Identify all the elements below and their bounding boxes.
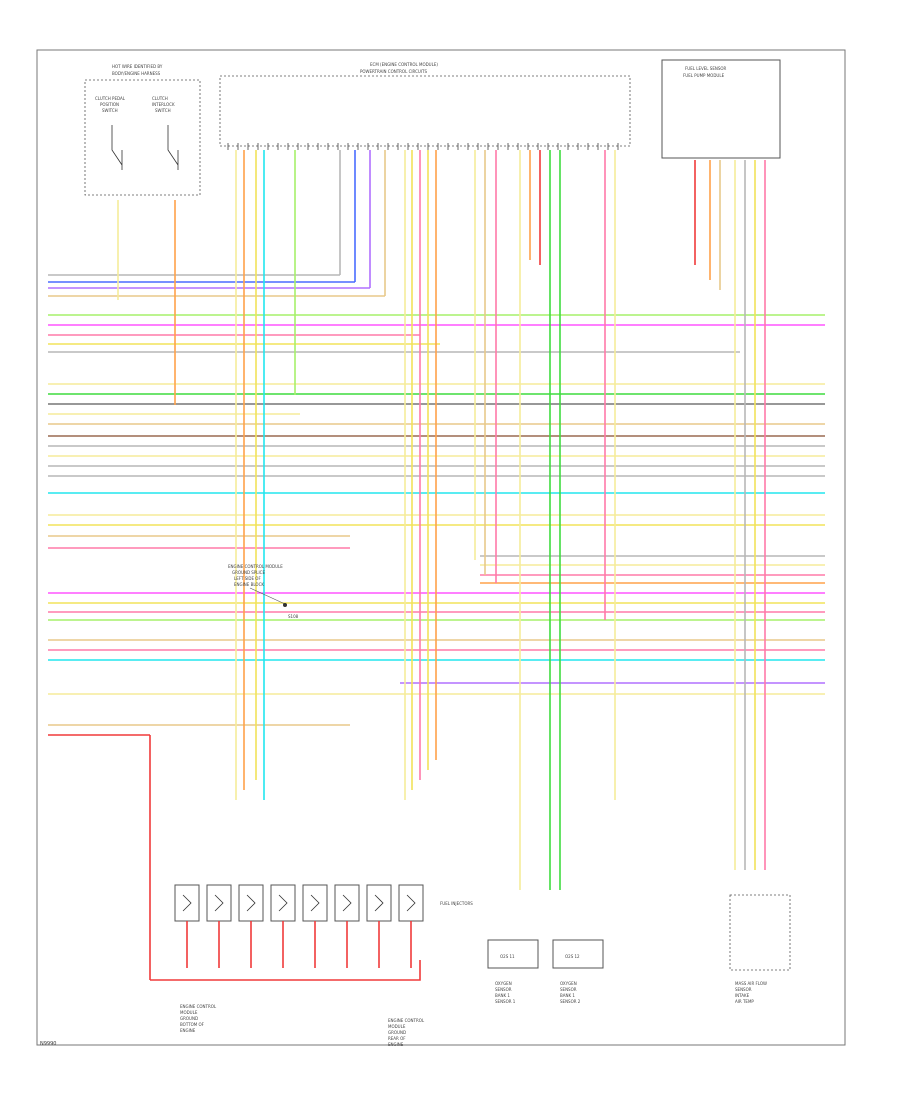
injector-coil-symbol — [342, 894, 352, 912]
bottom-label-3-line-1: OXYGEN — [495, 981, 512, 986]
o2-sensor-2-name: O2S 12 — [565, 954, 580, 959]
fuel-module-title-2: FUEL PUMP MODULE — [683, 73, 725, 78]
ecm-title-2: POWERTRAIN CONTROL CIRCUITS — [360, 69, 427, 74]
bottom-label-1-line-4: BOTTOM OF — [180, 1022, 205, 1027]
switch-symbol-right — [167, 125, 179, 170]
o2-sensor-1-name: O2S 11 — [500, 954, 515, 959]
maf-sensor-box — [729, 894, 791, 971]
bottom-label-2-line-2: MODULE — [388, 1024, 406, 1029]
injector-coil-symbol — [278, 894, 288, 912]
injector-body — [206, 884, 232, 922]
injector-coil-symbol — [182, 894, 192, 912]
diagram-frame — [36, 49, 846, 1046]
clutch-interlock-switch-label-1: CLUTCH — [152, 96, 168, 101]
injector-coil-symbol — [310, 894, 320, 912]
injector-group: FUEL INJECTORS — [150, 884, 473, 981]
ecm-connector: ECM (ENGINE CONTROL MODULE) POWERTRAIN C… — [219, 62, 631, 150]
bottom-label-1-line-5: ENGINE — [180, 1028, 196, 1033]
splice-dot — [283, 603, 287, 607]
bottom-label-2-line-4: REAR OF — [388, 1036, 406, 1041]
bottom-label-1-line-1: ENGINE CONTROL — [180, 1004, 217, 1009]
injector-coil-symbol — [374, 894, 384, 912]
page-code: N9990 — [40, 1041, 56, 1047]
bottom-label-4-line-3: BANK 1 — [560, 993, 575, 998]
o2-sensor-1-box — [487, 939, 539, 969]
bottom-label-5-line-4: AIR TEMP — [735, 999, 754, 1004]
bottom-label-3-line-2: SENSOR — [495, 987, 512, 992]
o2-sensor-2: O2S 12 — [552, 939, 604, 969]
injector-body — [334, 884, 360, 922]
bottom-label-1-line-2: MODULE — [180, 1010, 198, 1015]
clutch-pedal-switch-label-3: SWITCH — [102, 108, 118, 113]
splice-leader — [249, 587, 286, 605]
injector-coil-symbol — [214, 894, 224, 912]
injector-6 — [334, 884, 360, 968]
splice-id: S108 — [288, 614, 299, 619]
injector-2 — [206, 884, 232, 968]
o2-sensor-1: O2S 11 — [487, 939, 539, 969]
clutch-pedal-switch-label-1: CLUTCH PEDAL — [95, 96, 126, 101]
ground-splice-callout: ENGINE CONTROL MODULE GROUND SPLICE LEFT… — [228, 564, 299, 619]
clutch-interlock-switch-label-3: SWITCH — [155, 108, 171, 113]
injector-4 — [270, 884, 296, 968]
bottom-label-2-line-5: ENGINE — [388, 1042, 404, 1047]
splice-label-1: ENGINE CONTROL MODULE — [228, 564, 283, 569]
bottom-label-3-line-4: SENSOR 1 — [495, 999, 516, 1004]
maf-sensor — [729, 894, 791, 971]
bottom-label-2-line-1: ENGINE CONTROL — [388, 1018, 425, 1023]
bottom-label-5-line-3: INTAKE — [735, 993, 750, 998]
bottom-label-4-line-4: SENSOR 2 — [560, 999, 581, 1004]
clutch-interlock-switch-label-2: INTERLOCK — [152, 102, 175, 107]
splice-label-3: LEFT SIDE OF — [234, 576, 261, 581]
bottom-label-4-line-1: OXYGEN — [560, 981, 577, 986]
ecm-pin-row — [227, 143, 619, 150]
switch-symbol-left — [111, 125, 123, 170]
top-left-dashed-box — [84, 79, 201, 196]
ecm-title-1: ECM (ENGINE CONTROL MODULE) — [370, 62, 438, 67]
ecm-dashed-box — [219, 75, 631, 147]
injector-power-bus — [150, 960, 421, 981]
injector-coil-symbol — [246, 894, 256, 912]
injector-body — [174, 884, 200, 922]
vertical-wire-layer — [117, 150, 766, 980]
fuel-module-box — [661, 59, 781, 159]
splice-label-4: ENGINE BLOCK — [234, 582, 264, 587]
bottom-label-2-line-3: GROUND — [388, 1030, 406, 1035]
fuel-module-title-1: FUEL LEVEL SENSOR — [685, 66, 727, 71]
injector-3 — [238, 884, 264, 968]
bottom-label-3-line-3: BANK 1 — [495, 993, 510, 998]
injector-body — [398, 884, 424, 922]
bottom-labels: ENGINE CONTROL MODULE GROUND BOTTOM OF E… — [180, 981, 767, 1047]
top-left-title-2: BODY/ENGINE HARNESS — [112, 71, 161, 76]
top-left-title-1: HOT WIRE IDENTIFIED BY — [112, 64, 163, 69]
splice-label-2: GROUND SPLICE — [232, 570, 265, 575]
injector-5 — [302, 884, 328, 968]
bottom-label-4-line-2: SENSOR — [560, 987, 577, 992]
injector-body — [366, 884, 392, 922]
o2-sensor-2-box — [552, 939, 604, 969]
clutch-pedal-switch-label-2: POSITION — [100, 102, 119, 107]
bottom-label-5-line-2: SENSOR — [735, 987, 752, 992]
injector-body — [270, 884, 296, 922]
bottom-label-5-line-1: MASS AIR FLOW — [735, 981, 767, 986]
top-left-switch-group: HOT WIRE IDENTIFIED BY BODY/ENGINE HARNE… — [84, 64, 201, 196]
injector-1 — [174, 884, 200, 968]
fuel-module: FUEL LEVEL SENSOR FUEL PUMP MODULE — [661, 59, 781, 159]
injector-label: FUEL INJECTORS — [440, 901, 473, 906]
injector-7 — [366, 884, 392, 968]
injector-8 — [398, 884, 424, 968]
injector-coil-symbol — [406, 894, 416, 912]
injector-body — [238, 884, 264, 922]
injector-body — [302, 884, 328, 922]
bottom-label-1-line-3: GROUND — [180, 1016, 198, 1021]
